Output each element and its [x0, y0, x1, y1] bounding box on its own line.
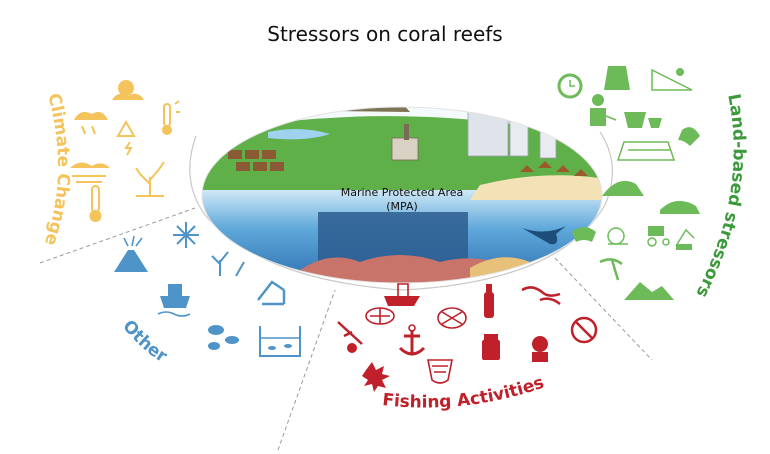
fish-trap-icon: [365, 307, 395, 325]
aquarium-icon: [259, 326, 301, 357]
sector-dividers: [39, 207, 653, 451]
surrounding-arc: [189, 131, 614, 291]
climate-change-group: [70, 80, 180, 222]
microbes-icon: [208, 325, 239, 350]
volcano-icon: [114, 235, 148, 272]
diver-icon: [532, 336, 548, 362]
land-based-label: Land-based stressors: [691, 92, 748, 301]
hotel-buildings-icon: [467, 109, 557, 159]
mountain-icon: [624, 282, 674, 300]
thermometer-icon: [89, 185, 102, 222]
bleached-coral-icon: [135, 161, 165, 197]
other-group: [114, 222, 301, 357]
thermometer-sun-icon: [162, 100, 180, 135]
hot-haze-icon: [70, 162, 110, 183]
bottle-icon: [484, 284, 494, 318]
land-based-group: [557, 66, 700, 300]
drain-pipe-icon: [572, 227, 596, 242]
blast-fishing-icon: [362, 362, 390, 392]
mpa-label: Marine Protected Area: [341, 186, 464, 199]
diagram-title: Stressors on coral reefs: [267, 22, 503, 46]
other-label: Other: [118, 316, 171, 367]
factory-icon: [391, 124, 419, 161]
sediment-river-icon: [660, 200, 700, 214]
divider-fishing-land: [554, 257, 653, 361]
fishing-boat-icon: [384, 283, 420, 306]
fishing-activities-label: Fishing Activities: [382, 373, 547, 413]
farm-fields-icon: [228, 150, 284, 171]
farmer-icon: [590, 94, 617, 126]
mpa-label-abbrev: (MPA): [386, 200, 418, 213]
construction-icon: [675, 228, 695, 250]
warning-lightning-icon: [116, 119, 136, 156]
runoff-pipe-icon: [678, 127, 700, 146]
mountains-icon: [250, 107, 410, 112]
climate-change-label: Climate Change: [40, 91, 73, 248]
coral-reef-icon: [300, 255, 560, 283]
eroded-hill-icon: [602, 180, 644, 196]
ship-icon: [157, 284, 191, 317]
beach: [470, 175, 602, 200]
spear-fishing-icon: [337, 321, 363, 353]
tree-stumps-icon: [624, 112, 662, 128]
tractor-icon: [647, 226, 670, 247]
sun-cloud-icon: [112, 80, 144, 100]
lobster-icon: [521, 286, 561, 305]
plastic-bag-icon: [604, 66, 630, 90]
pickaxe-icon: [599, 258, 623, 281]
snail-icon: [607, 227, 628, 245]
snowflake-icon: [173, 222, 199, 248]
mpa-illustration: [202, 107, 602, 283]
landslide-icon: [651, 68, 693, 91]
field-icon: [616, 141, 676, 161]
cyanide-jar-icon: [482, 334, 500, 360]
divider-other-fishing: [277, 289, 336, 451]
manta-ray-icon: [522, 226, 566, 245]
fishing-activities-group: [337, 283, 598, 392]
lake-icon: [268, 128, 330, 140]
storm-cloud-icon: [74, 112, 108, 135]
huts-icon: [520, 161, 588, 176]
fishing-net-icon: [437, 307, 467, 329]
no-fishing-icon: [570, 316, 598, 344]
coral-disease-icon: [211, 251, 245, 277]
net-bag-icon: [427, 359, 453, 384]
oil-pump-icon: [257, 280, 286, 306]
gear-clock-icon: [557, 73, 583, 99]
anchor-icon: [398, 324, 426, 356]
